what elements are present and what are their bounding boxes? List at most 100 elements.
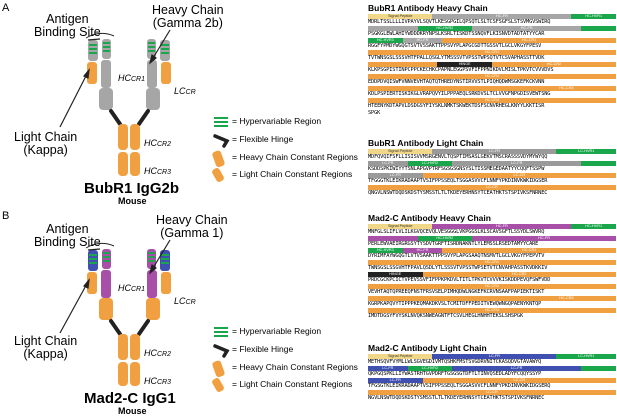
legend-light-constant: = Light Chain Constant Regions <box>232 379 353 389</box>
label-hc-cr1: HCCR1 <box>118 283 146 293</box>
region-segment: LC-CR <box>422 378 616 383</box>
antibody-species: Mouse <box>118 406 147 416</box>
region-segment: LC-FR <box>368 366 408 371</box>
antibody-title: Mad2-C IgG1 <box>84 390 176 407</box>
sequence-text: QNGVLNSWTDQDSKDSTYSMSSTLTLTKDEYERHNSYTCE… <box>368 190 548 196</box>
sequence-text: MNFGLSLIFLVLILKGVQCEVQLVESGGGLVKPGGSLKLS… <box>368 229 545 235</box>
region-segment: LC-FR <box>368 161 408 166</box>
binding-site-bracket <box>85 242 115 249</box>
antibody-title: BubR1 IgG2b <box>84 180 180 197</box>
sequence-title: BubR1 Antibody Light Chain <box>368 138 484 148</box>
antibody-diagram <box>59 239 230 392</box>
callout-antigen-binding-site: Antigen Binding Site <box>34 222 101 249</box>
callout-arrows <box>59 239 171 334</box>
region-segment: HC-CR2 <box>422 272 616 277</box>
panel-label: B <box>2 210 10 222</box>
annotation-bar: LC-CR <box>368 185 616 190</box>
light-chain-sequence: Mad2-C Antibody Light Chain Signal Pepti… <box>368 343 616 402</box>
annotation-bar: HC-CR3 <box>368 98 616 103</box>
fc-region <box>118 124 140 176</box>
label-hc-cr3: HCCR3 <box>144 166 172 176</box>
region-segment <box>368 86 517 91</box>
region-segment: HINGE <box>368 272 423 277</box>
sequence-row: SPGK <box>368 110 616 116</box>
hypervariable-regions <box>89 252 169 264</box>
sequence-text: HTEENYKDTAPVLDSDGSYFIYSKLNMKTSKWEKTDSFSC… <box>368 103 545 109</box>
annotation-bar: HC-CR3 <box>368 296 616 301</box>
legend-hinge: = Flexible Hinge <box>232 344 294 354</box>
label-lc-cr: LCCR <box>174 86 196 96</box>
region-segment: Signal Peptide <box>368 14 433 19</box>
callout-heavy-chain: Heavy Chain (Gamma 1) <box>156 213 228 240</box>
panel-label: A <box>2 2 10 14</box>
region-segment: LC-FR <box>432 354 557 359</box>
sequence-text: NGVLNSWTDQDSKDSTYSMSSTLTLTKDEYERHNSYTCEA… <box>368 395 545 401</box>
legend-hypervariable: = Hypervariable Region <box>232 116 322 126</box>
hinge-icon <box>213 344 230 358</box>
sequence-text: KSDDSPKIWIYYTSNLAPGVPTRFSGSGSGNSYSLTISSM… <box>368 166 545 172</box>
sequence-text: QKPGQSPKLLIYWASTRHTGVPDRFTGSGSGTDFTLTINV… <box>368 371 542 377</box>
region-segment: HC-CR2 <box>368 74 616 79</box>
sequence-text: TFGSGTKLEIKRADAAPTVSIFPPSSEQLTSGGASVVCFL… <box>368 383 551 389</box>
region-segment: HC-HVR1 <box>571 14 616 19</box>
region-segment: LC-FR <box>368 173 423 178</box>
region-segment: HC-FR <box>432 224 572 229</box>
region-segment: LC-CR <box>368 390 616 395</box>
region-segment: HC-HVR1 <box>571 224 616 229</box>
sequence-title: Mad2-C Antibody Light Chain <box>368 343 487 353</box>
region-segment: LC-HVR1 <box>556 354 616 359</box>
annotation-bar: HC-CR2 <box>368 284 616 289</box>
region-segment: LC-FR <box>452 161 582 166</box>
callout-light-chain: Light Chain (Kappa) <box>14 334 78 361</box>
annotation-bar: HC-CR2 <box>368 74 616 79</box>
sequence-text: MDRLTSSLLLLIVPAYVLSQVTLKESGPGILQPSQTLSLT… <box>368 19 551 25</box>
region-segment: HC-HVR2 <box>417 236 473 241</box>
region-segment: LC-FR <box>452 366 582 371</box>
region-segment: HINGE <box>437 62 492 67</box>
heavy-chain-sequence: BubR1 Antibody Heavy Chain Signal Peptid… <box>368 3 616 117</box>
region-segment: HC-HVR2 <box>417 26 473 31</box>
antibody-diagram <box>59 29 230 182</box>
sequence-text: RGGFYPMDYWGQGTSVTVSSAKTTPPSVYPLAPGCGDTTG… <box>368 43 542 49</box>
light-chain-sequence: BubR1 Antibody Light Chain Signal Peptid… <box>368 138 616 197</box>
heavy-constant-icon <box>212 360 225 378</box>
sequence-text: TFGGGTKLEIKRADAAPTVSIFPPSSEQLTSGGASVVCFL… <box>368 178 548 184</box>
annotation-bar: LC-CR <box>368 390 616 395</box>
sequence-text: METHSQVFVYMLLWLSGVEGDIVMTQSHKFMSTSVGDRVN… <box>368 359 542 365</box>
region-segment: HC-CR3 <box>516 86 616 91</box>
label-lc-cr: LCCR <box>174 296 196 306</box>
heavy-chain-sequence: Mad2-C Antibody Heavy Chain Signal Pepti… <box>368 213 616 320</box>
light-constant-icon <box>212 378 224 392</box>
light-chain-right <box>160 250 171 294</box>
region-segment <box>368 62 438 67</box>
callout-arrows <box>59 29 171 128</box>
panel-b: B <box>0 208 617 419</box>
heavy-constant-icon <box>212 150 225 168</box>
region-segment: LC-CR <box>368 185 616 190</box>
label-hc-cr2: HCCR2 <box>144 138 172 148</box>
legend-hypervariable: = Hypervariable Region <box>232 326 322 336</box>
sequence-text: DYRIMFAYWGQGTLVTVSAAKTTPPSVYPLAPGSAAQTNS… <box>368 253 545 259</box>
region-segment: HC-CR2 <box>491 62 616 67</box>
annotation-bar: HC-CR1 <box>368 50 616 55</box>
region-segment: HC-HVR3 <box>368 38 403 43</box>
region-segment: HC-CR1 <box>442 38 616 43</box>
